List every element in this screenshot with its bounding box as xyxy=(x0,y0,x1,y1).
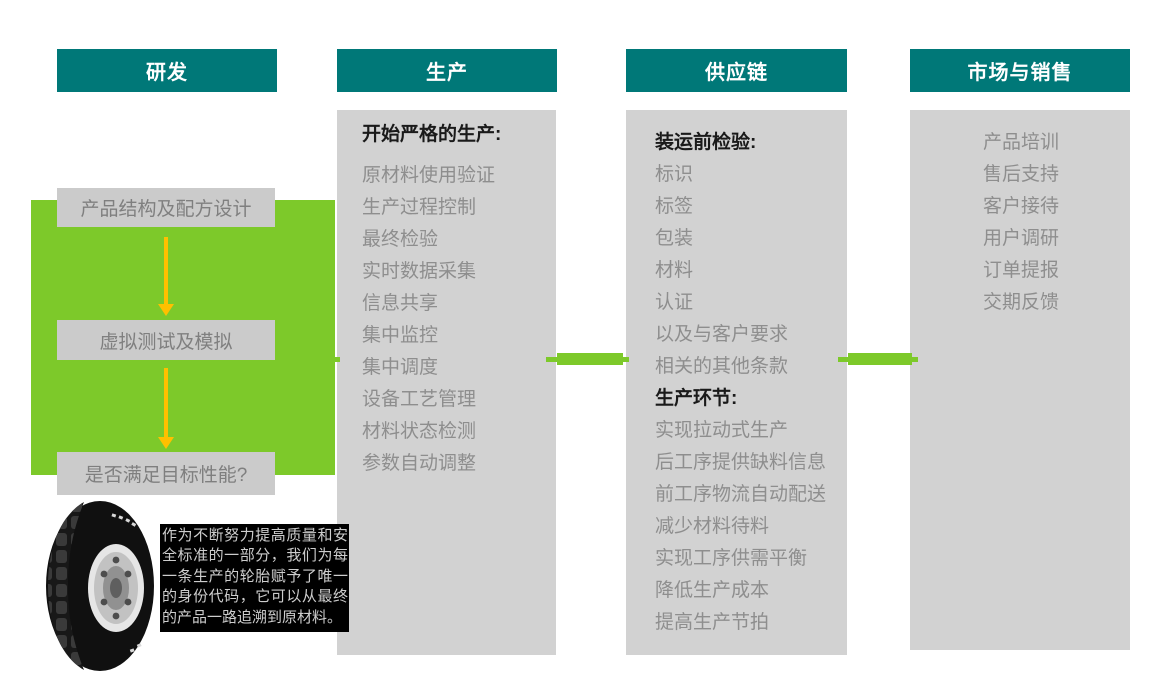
panel-item: 认证 xyxy=(655,292,694,313)
flow-box-target-performance: 是否满足目标性能? xyxy=(57,452,275,495)
connector-bar-production-supply xyxy=(557,353,623,365)
production-list: 开始严格的生产: 原材料使用验证生产过程控制最终检验实时数据采集信息共享集中监控集… xyxy=(337,110,556,480)
column-header-rd: 研发 xyxy=(57,49,277,92)
supply-chain-panel: 装运前检验: 标识标签包装材料认证以及与客户要求相关的其他条款生产环节: 实现拉动式… xyxy=(626,110,847,655)
panel-item: 材料状态检测 xyxy=(362,421,477,442)
panel-item: 信息共享 xyxy=(362,293,439,314)
flow-box-virtual-testing: 虚拟测试及模拟 xyxy=(57,320,275,360)
panel-item: 减少材料待料 xyxy=(655,516,770,537)
market-sales-panel: 产品培训售后支持客户接待用户调研订单提报交期反馈 xyxy=(910,110,1130,650)
panel-item: 实现拉动式生产 xyxy=(655,420,789,441)
traceability-note: 作为不断努力提高质量和安全标准的一部分，我们为每一条生产的轮胎赋予了唯一的身份代… xyxy=(160,524,349,633)
panel-item: 最终检验 xyxy=(362,229,439,250)
panel-item: 集中调度 xyxy=(362,357,439,378)
panel-item: 集中监控 xyxy=(362,325,439,346)
down-arrow-1-shaft xyxy=(164,237,168,304)
panel-item: 标识 xyxy=(655,164,694,185)
panel-item: 用户调研 xyxy=(983,228,1060,249)
panel-item: 后工序提供缺料信息 xyxy=(655,452,827,473)
connector-bar-supply-market xyxy=(848,353,912,365)
column-header-market-sales: 市场与销售 xyxy=(910,49,1130,92)
panel-item-heading: 生产环节: xyxy=(655,388,738,409)
production-panel: 开始严格的生产: 原材料使用验证生产过程控制最终检验实时数据采集信息共享集中监控集… xyxy=(337,110,556,655)
flow-box-product-structure-design: 产品结构及配方设计 xyxy=(57,188,275,227)
down-arrow-2 xyxy=(158,368,174,449)
down-arrow-1-head xyxy=(158,304,174,316)
panel-item: 设备工艺管理 xyxy=(362,389,477,410)
panel-item: 售后支持 xyxy=(983,164,1060,185)
panel-item: 包装 xyxy=(655,228,694,249)
down-arrow-2-head xyxy=(158,437,174,449)
panel-item: 前工序物流自动配送 xyxy=(655,484,827,505)
panel-item: 标签 xyxy=(655,196,694,217)
panel-item: 产品培训 xyxy=(983,132,1060,153)
down-arrow-2-shaft xyxy=(164,368,168,437)
panel-item: 以及与客户要求 xyxy=(655,324,789,345)
panel-item: 交期反馈 xyxy=(983,292,1060,313)
panel-item: 原材料使用验证 xyxy=(362,165,496,186)
panel-item: 实时数据采集 xyxy=(362,261,477,282)
panel-item: 生产过程控制 xyxy=(362,197,477,218)
panel-item: 提高生产节拍 xyxy=(655,612,770,633)
panel-item-heading: 开始严格的生产: xyxy=(362,124,502,145)
panel-item: 实现工序供需平衡 xyxy=(655,548,808,569)
panel-item: 材料 xyxy=(655,260,694,281)
tire-image xyxy=(40,498,158,674)
market-sales-list: 产品培训售后支持客户接待用户调研订单提报交期反馈 xyxy=(910,110,1130,319)
panel-item: 订单提报 xyxy=(983,260,1060,281)
panel-item: 参数自动调整 xyxy=(362,453,477,474)
panel-item: 降低生产成本 xyxy=(655,580,770,601)
supply-chain-list: 装运前检验: 标识标签包装材料认证以及与客户要求相关的其他条款生产环节: 实现拉动式… xyxy=(626,110,847,639)
column-header-production: 生产 xyxy=(337,49,557,92)
panel-item: 相关的其他条款 xyxy=(655,356,789,377)
column-header-supply-chain: 供应链 xyxy=(626,49,847,92)
panel-item-heading: 装运前检验: xyxy=(655,132,757,153)
down-arrow-1 xyxy=(158,237,174,316)
panel-item: 客户接待 xyxy=(983,196,1060,217)
tire-graphic xyxy=(46,501,154,671)
connector-stub-rd-production xyxy=(333,357,340,362)
